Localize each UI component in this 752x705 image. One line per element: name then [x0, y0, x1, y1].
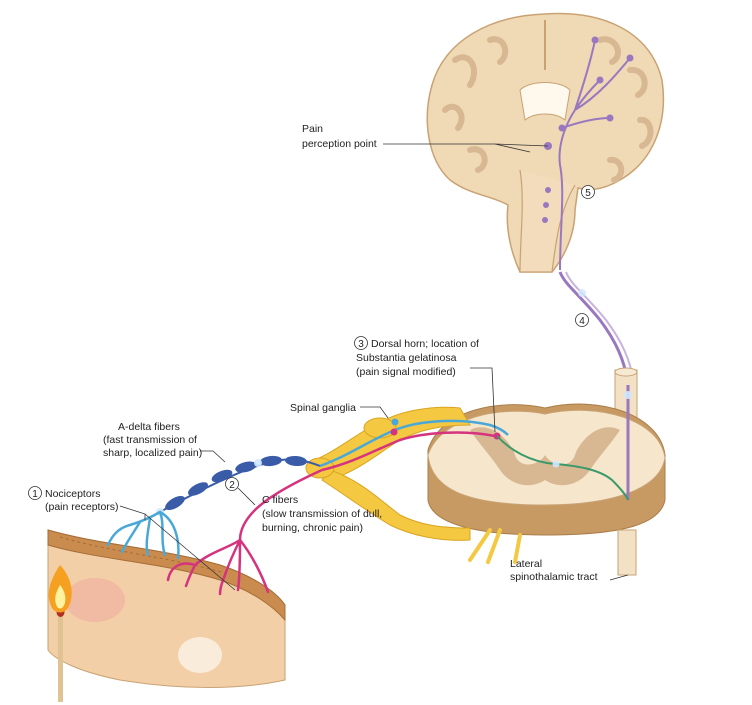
label-dorsal-horn-1: Dorsal horn; location of	[371, 338, 479, 350]
ganglion-cell	[390, 428, 398, 436]
leader-dorsal-horn	[470, 367, 496, 433]
step-5-number: 5	[585, 188, 591, 199]
step-2-number: 2	[229, 480, 235, 491]
step-1-marker	[28, 486, 42, 500]
leader-spinal-ganglia	[360, 406, 389, 419]
label-nociceptors-1: Nociceptors	[45, 488, 100, 500]
c-fiber-to-cord	[321, 431, 496, 472]
label-c-fibers-1: C fibers	[262, 494, 298, 506]
label-dorsal-horn-3: (pain signal modified)	[356, 366, 456, 378]
ascending-tract-upper-inner	[565, 271, 635, 386]
myelin-segment	[188, 482, 208, 496]
match-stick	[58, 612, 63, 702]
label-pain-perception-2: perception point	[302, 138, 377, 150]
myelin-segment	[285, 455, 307, 467]
flame-inner-icon	[55, 585, 66, 609]
ganglia-nerve-lower	[321, 469, 471, 541]
skin-highlight	[178, 637, 222, 673]
label-nociceptors-2: (pain receptors)	[45, 501, 119, 513]
burn-redness	[65, 578, 125, 622]
label-a-delta-1: A-delta fibers	[118, 421, 180, 433]
step-3-number: 3	[358, 339, 364, 350]
a-delta-fiber-to-cord	[319, 419, 509, 468]
label-lateral-tract-1: Lateral	[510, 558, 542, 570]
brainstem-node	[545, 187, 551, 193]
leader-a-delta	[200, 450, 226, 463]
leader-c-fibers	[237, 487, 256, 506]
label-dorsal-horn-2: Substantia gelatinosa	[356, 352, 457, 364]
label-a-delta-3: sharp, localized pain)	[103, 447, 202, 459]
spinal-cord	[427, 367, 666, 576]
brainstem-node	[542, 217, 548, 223]
signal-spark-icon	[578, 289, 586, 297]
label-pain-perception-1: Pain	[302, 123, 323, 135]
ganglion-body	[363, 417, 397, 439]
spinal-column-lower	[617, 529, 637, 576]
step-5-marker	[581, 185, 595, 199]
spinal-gray-matter	[470, 427, 620, 486]
myelin-segment	[165, 496, 185, 510]
flame	[48, 565, 72, 702]
crossing-fiber	[496, 435, 629, 501]
skin-texture	[59, 536, 226, 574]
leader-lateral-tract	[609, 574, 629, 581]
step-4-marker	[575, 313, 589, 327]
myelin-segment	[211, 469, 233, 483]
signal-spark-icon	[254, 459, 262, 467]
brain-ventricle	[519, 82, 571, 121]
label-spinal-ganglia: Spinal ganglia	[290, 402, 356, 414]
leader-pain-perception-2	[494, 143, 531, 153]
brain	[426, 12, 665, 273]
ganglion-cell	[391, 418, 399, 426]
myelin-segment	[260, 455, 282, 467]
leader-nociceptors	[119, 505, 236, 591]
signal-spark-icon	[624, 391, 632, 399]
spinal-column-top	[614, 367, 638, 377]
label-c-fibers-2: (slow transmission of dull,	[262, 508, 382, 520]
leader-lines	[119, 143, 629, 591]
step-1-number: 1	[32, 489, 38, 500]
signal-spark-icon	[552, 460, 560, 468]
step-3-marker	[354, 336, 368, 350]
step-4-number: 4	[579, 316, 585, 327]
label-lateral-tract-2: spinothalamic tract	[510, 571, 598, 583]
label-c-fibers-3: burning, chronic pain)	[262, 522, 363, 534]
a-delta-fiber	[156, 455, 321, 516]
c-fiber-axon	[238, 468, 323, 541]
brain-tract-fibers	[558, 39, 631, 271]
spinal-rootlets	[468, 528, 522, 564]
brainstem-node	[543, 202, 549, 208]
pink-receptor-branches	[166, 538, 270, 596]
ascending-tract-upper	[558, 271, 630, 386]
step-2-marker	[225, 477, 239, 491]
label-a-delta-2: (fast transmission of	[103, 434, 197, 446]
myelin-segment	[235, 461, 257, 473]
brain-gyri	[442, 36, 654, 183]
